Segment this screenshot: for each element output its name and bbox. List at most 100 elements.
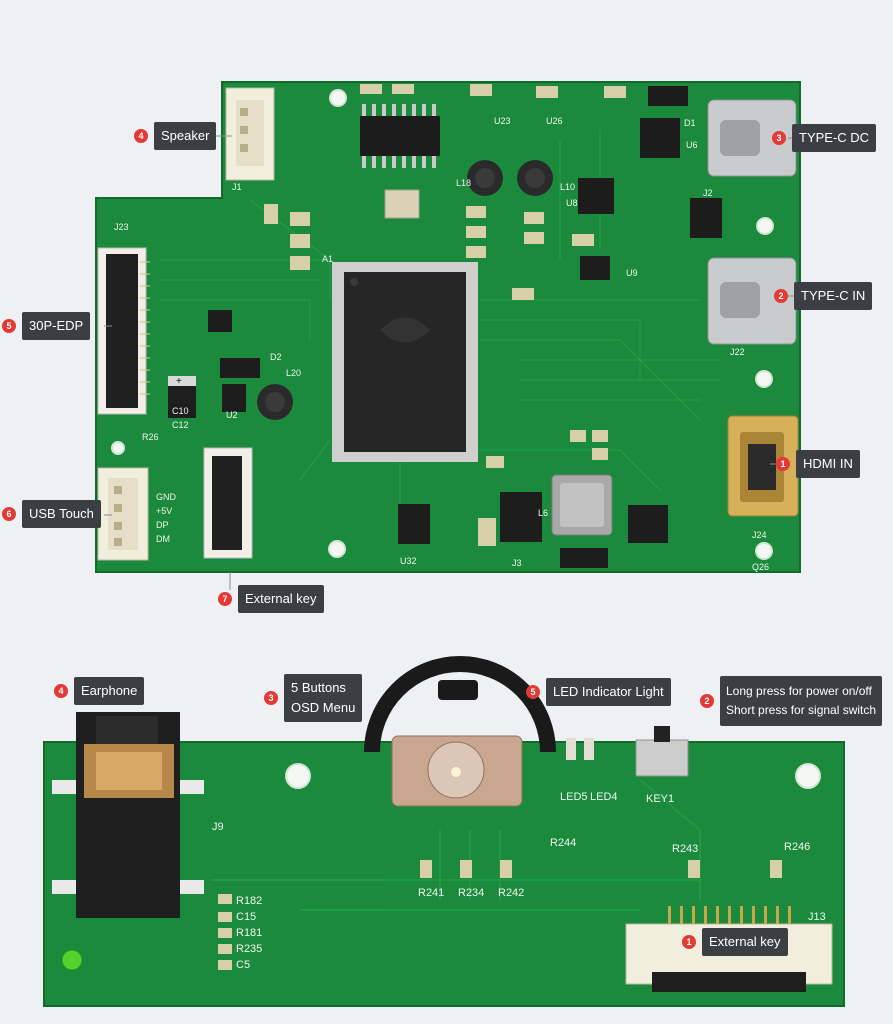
power-key-switch: [635, 726, 689, 777]
silk-u26: U26: [546, 116, 563, 126]
main-controller-chip: [332, 262, 478, 462]
silk-j13: J13: [808, 911, 826, 923]
keypad-mounting-holes: [285, 763, 821, 789]
callout-number: 1: [682, 935, 696, 949]
callout-30p-edp: 5 30P-EDP: [2, 312, 91, 340]
callout-power-signal-key: 2 Long press for power on/off Short pres…: [700, 676, 883, 726]
silk-a1: A1: [322, 254, 333, 264]
callout-external-key-bottom: 1 External key: [682, 928, 788, 956]
silk-j2: J2: [703, 188, 713, 198]
callout-label: Speaker: [154, 122, 217, 150]
callout-label: 30P-EDP: [22, 312, 91, 340]
five-way-joystick: [364, 656, 556, 807]
callout-number: 3: [264, 691, 278, 705]
callout-leaders-top: [104, 135, 798, 590]
silk-r242: R242: [498, 887, 524, 899]
silk-l10: L10: [560, 182, 575, 192]
silk-j3: J3: [512, 558, 522, 568]
callout-type-c-in: 2 TYPE-C IN: [774, 282, 873, 310]
callout-led-indicator: 5 LED Indicator Light: [526, 678, 671, 706]
callout-label: TYPE-C IN: [794, 282, 873, 310]
silk-l6: L6: [538, 508, 548, 518]
silk-j9: J9: [212, 821, 224, 833]
silk-q26: Q26: [752, 562, 769, 572]
callout-line: OSD Menu: [291, 700, 356, 715]
callout-number: 7: [218, 592, 232, 606]
callout-usb-touch: 6 USB Touch: [2, 500, 101, 528]
silk-u8: U8: [566, 198, 578, 208]
silk-u2: U2: [226, 410, 238, 420]
silk-r241: R241: [418, 887, 444, 899]
speaker-connector: [225, 87, 275, 181]
pcb-traces: [160, 130, 720, 520]
misc-ics: [208, 256, 668, 568]
callout-number: 5: [2, 319, 16, 333]
silk-j1: J1: [232, 182, 242, 192]
type-c-in-port: [707, 257, 797, 345]
led-indicators: [566, 738, 594, 760]
edp-connector: [97, 247, 150, 415]
svg-text:+: +: [176, 376, 182, 387]
silk-l20: L20: [286, 368, 301, 378]
silk-key1: KEY1: [646, 793, 674, 805]
callout-label: Earphone: [74, 677, 145, 705]
external-key-fpc-connector: [203, 447, 253, 559]
inductors: [257, 160, 613, 536]
callout-number: 1: [776, 457, 790, 471]
callout-external-key-top: 7 External key: [218, 585, 324, 613]
silk-l18: L18: [456, 178, 471, 188]
silk-c15: C15: [236, 911, 256, 923]
keypad-silkscreen: J9 J13 KEY1 LED5 LED4 R244 R241 R234 R24…: [212, 791, 826, 971]
silk-r244: R244: [550, 837, 576, 849]
top-ic-row: [360, 86, 722, 238]
mounting-holes: [111, 89, 774, 560]
electrolytic-capacitor: +: [168, 376, 196, 418]
silk-j23: J23: [114, 222, 129, 232]
silk-c10: C10: [172, 406, 189, 416]
callout-earphone: 4 Earphone: [54, 677, 145, 705]
silk-r181: R181: [236, 927, 262, 939]
silk-r243: R243: [672, 843, 698, 855]
callout-label: HDMI IN: [796, 450, 860, 478]
callout-number: 4: [134, 129, 148, 143]
callout-5-buttons-osd: 3 5 Buttons OSD Menu: [264, 674, 363, 722]
green-status-led: [61, 949, 83, 971]
silk-c12: C12: [172, 420, 189, 430]
usb-touch-connector: [97, 467, 149, 561]
callout-label: Long press for power on/off Short press …: [720, 676, 883, 726]
silk-j22: J22: [730, 347, 745, 357]
callout-label: TYPE-C DC: [792, 124, 877, 152]
silk-r234: R234: [458, 887, 484, 899]
silk-u23: U23: [494, 116, 511, 126]
callout-type-c-dc: 3 TYPE-C DC: [772, 124, 877, 152]
main-board-diagram: + J1 J2 J3 J22 J23 J24 U2 U6: [95, 81, 801, 590]
callout-label: 5 Buttons OSD Menu: [284, 674, 363, 722]
callout-line: Long press for power on/off: [726, 684, 872, 698]
silk-d1: D1: [684, 118, 696, 128]
silk-dp: DP: [156, 520, 169, 530]
smd-components: [264, 84, 626, 546]
silk-u32: U32: [400, 556, 417, 566]
callout-line: 5 Buttons: [291, 680, 346, 695]
silk-r246: R246: [784, 841, 810, 853]
silk-gnd: GND: [156, 492, 177, 502]
callout-number: 4: [54, 684, 68, 698]
callout-number: 6: [2, 507, 16, 521]
callout-number: 3: [772, 131, 786, 145]
silk-r182: R182: [236, 895, 262, 907]
silk-dm: DM: [156, 534, 170, 544]
silk-r26: R26: [142, 432, 159, 442]
silk-led5: LED5: [560, 791, 588, 803]
silk-j24: J24: [752, 530, 767, 540]
callout-label: USB Touch: [22, 500, 101, 528]
earphone-jack: [52, 712, 204, 918]
keypad-smd-components: [218, 860, 782, 970]
callout-line: Short press for signal switch: [726, 703, 877, 717]
silk-u6: U6: [686, 140, 698, 150]
callout-number: 2: [700, 694, 714, 708]
silk-u9: U9: [626, 268, 638, 278]
silkscreen-labels: J1 J2 J3 J22 J23 J24 U2 U6 U8 U9 U23 U26…: [114, 116, 769, 572]
silk-r235: R235: [236, 943, 262, 955]
silk-led4: LED4: [590, 791, 618, 803]
